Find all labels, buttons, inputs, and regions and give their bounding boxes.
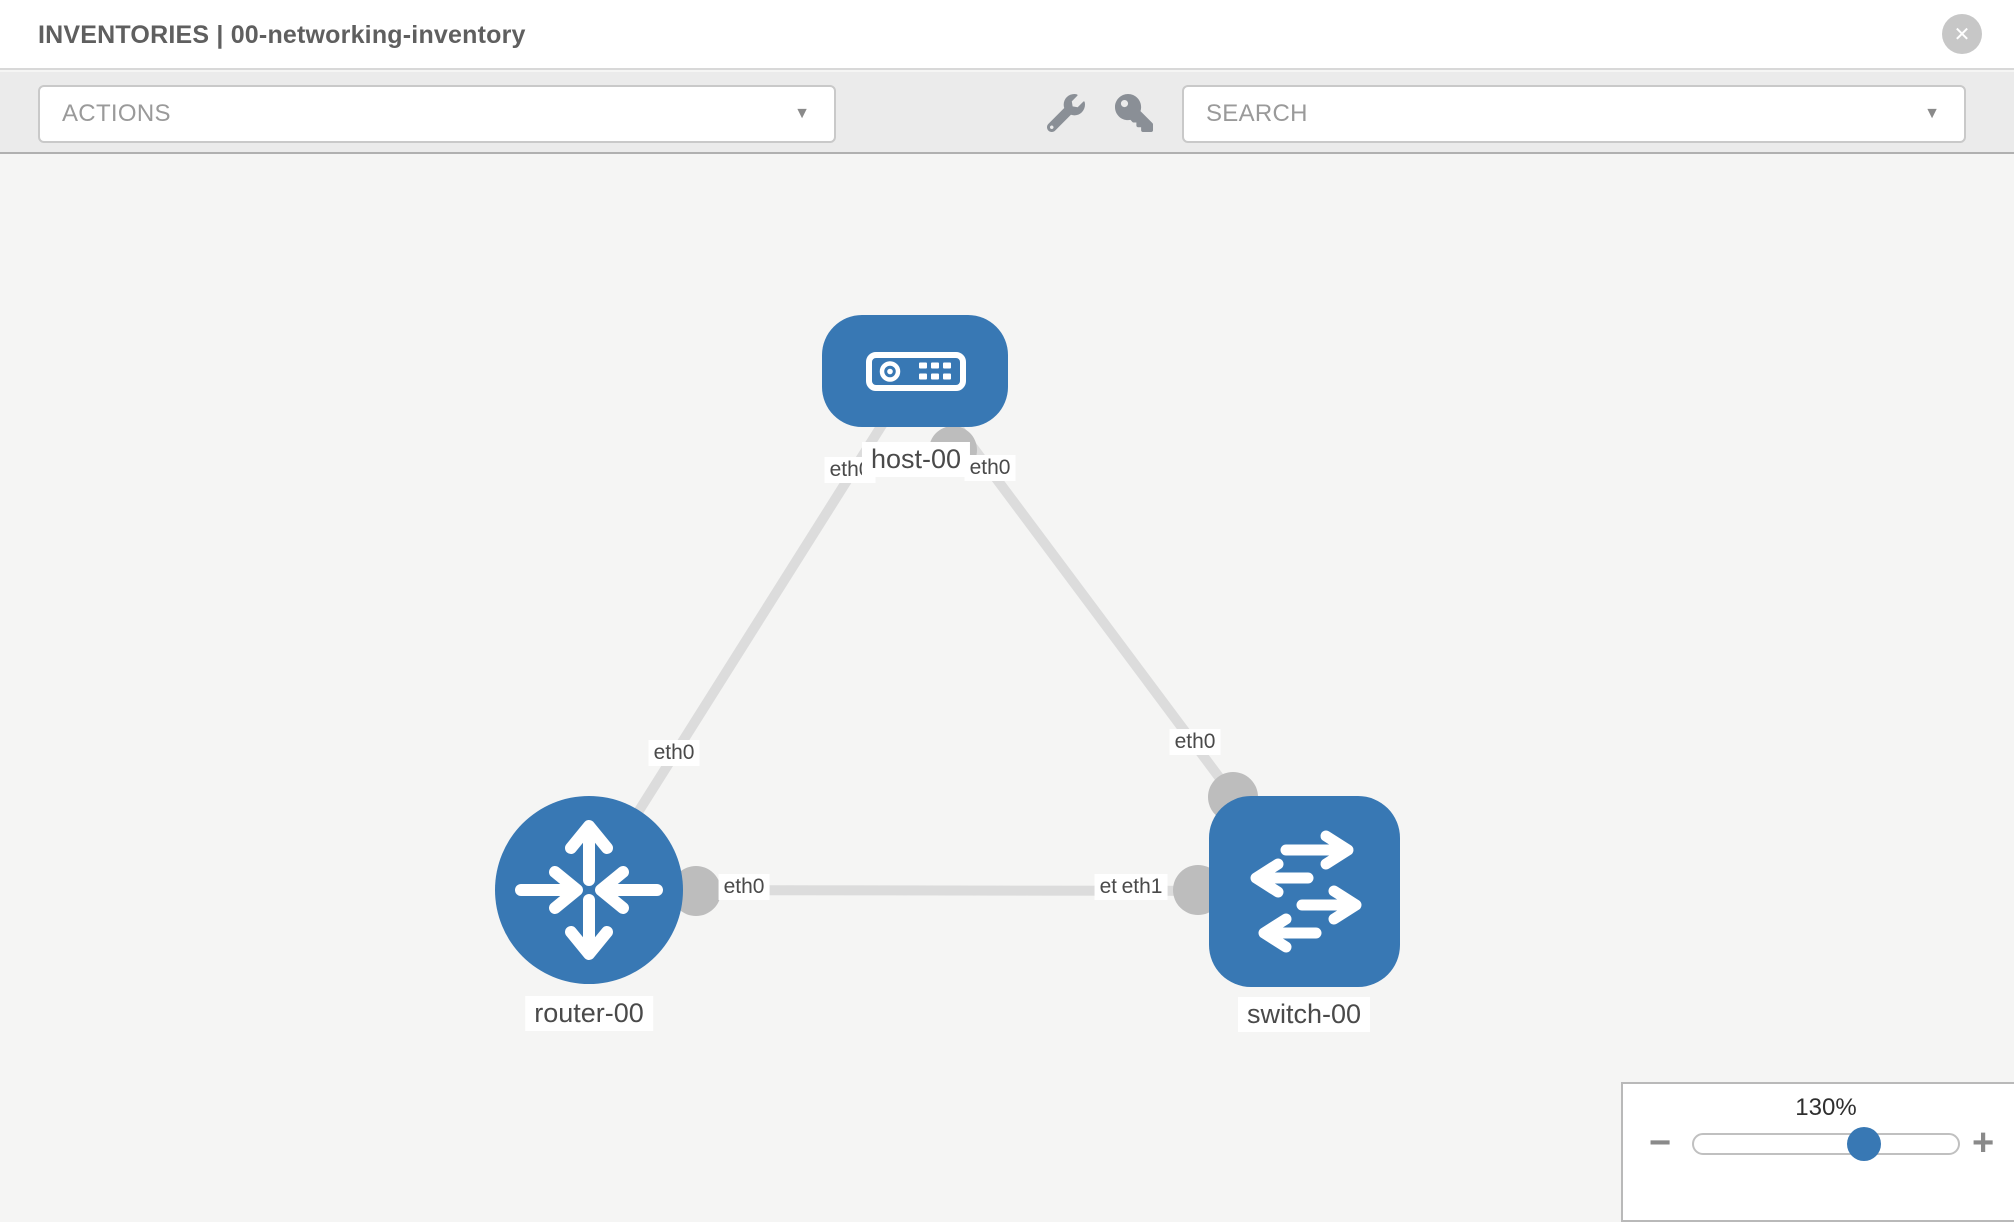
node-host [822,315,1008,427]
router-icon [515,820,663,960]
chevron-down-icon: ▼ [794,105,810,122]
interface-label: eth0 [718,874,770,900]
actions-dropdown-label: ACTIONS [62,100,171,127]
node-switch [1209,796,1400,987]
topology-canvas[interactable]: eth0 host-00 eth0 eth0 eth0 eth0 eth0 et… [0,156,2014,1200]
search-dropdown[interactable]: SEARCH ▼ [1182,85,1966,143]
interface-label: eth0 [1169,729,1221,755]
close-icon: ✕ [1953,23,1971,46]
host-icon [866,352,966,391]
close-button[interactable]: ✕ [1942,14,1982,54]
node-label-host: host-00 [861,442,971,477]
interface-label: eth0 [824,457,876,483]
interface-label: eth0 [964,455,1016,481]
interface-label: eth0 [648,740,700,766]
page-header: INVENTORIES | 00-networking-inventory ✕ [0,0,2014,70]
actions-dropdown[interactable]: ACTIONS ▼ [38,85,836,143]
host-node-shape[interactable] [822,315,1008,427]
node-label-router: router-00 [525,996,653,1031]
interface-dot-router-eth0 [671,866,721,916]
search-dropdown-label: SEARCH [1206,100,1308,127]
chevron-down-icon: ▼ [1924,105,1940,122]
zoom-level: 130% [1795,1094,1857,1121]
switch-icon [1250,830,1362,953]
interface-dots [671,426,1258,916]
interface-label: eth1 [1116,874,1168,900]
topology-svg [495,315,1400,987]
toolbar: ACTIONS ▼ SEARCH ▼ [0,72,2014,154]
router-node-shape[interactable] [495,796,683,984]
node-label-switch: switch-00 [1237,997,1371,1032]
switch-node-shape[interactable] [1209,796,1400,987]
zoom-slider-handle[interactable] [1847,1127,1881,1161]
page-title: INVENTORIES | 00-networking-inventory [38,21,526,49]
key-icon[interactable] [1115,94,1153,132]
zoom-slider-track[interactable] [1692,1133,1960,1155]
zoom-in-button[interactable]: + [1972,1122,1995,1164]
zoom-out-button[interactable]: − [1649,1122,1672,1164]
wrench-icon[interactable] [1046,94,1085,133]
zoom-panel: 130% − + [1621,1082,2014,1222]
node-router [495,796,683,984]
